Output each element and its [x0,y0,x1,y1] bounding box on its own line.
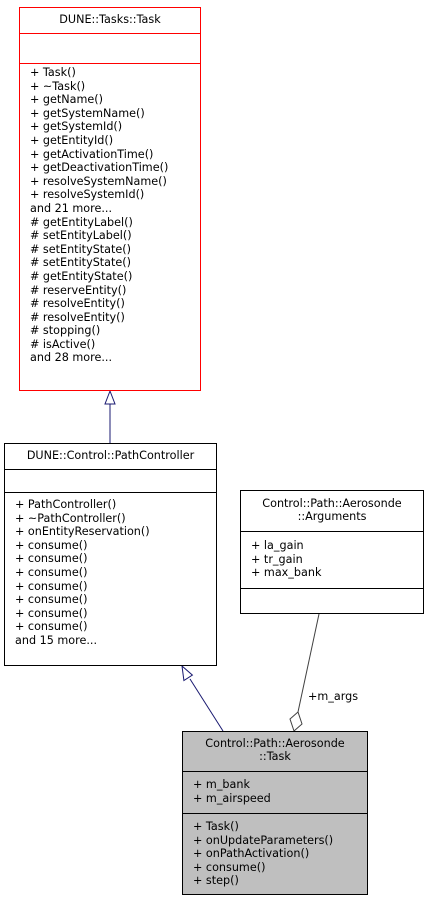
class-methods-arguments [241,589,423,613]
class-attributes-aerosonde-task: + m_bank + m_airspeed [183,772,367,814]
method-item: + ~Task() [30,79,86,93]
class-methods-aerosonde-task: + Task() + onUpdateParameters() + onPath… [183,814,367,888]
method-item: # reserveEntity() [30,283,127,297]
method-item: + PathController() [15,498,117,511]
inheritance-arrowhead-task [104,389,116,405]
attribute-item: + m_airspeed [193,791,271,805]
method-item: + Task() [30,66,76,79]
attribute-item: + max_bank [251,566,322,580]
class-name: DUNE::Control::PathController [26,449,195,462]
class-name: Control::Path::Aerosonde [262,497,402,510]
method-item: + consume() [193,860,266,874]
class-title-arguments: Control::Path::Aerosonde ::Arguments [241,491,423,532]
method-item: # resolveEntity() [30,297,125,311]
class-box-aerosonde-task: Control::Path::Aerosonde ::Task + m_bank… [182,731,368,895]
method-item: # stopping() [30,324,101,338]
method-item: + consume() [15,606,88,620]
class-attributes-path-controller [5,470,216,493]
method-item: + onEntityReservation() [15,525,150,539]
class-attributes-arguments: + la_gain + tr_gain + max_bank [241,532,423,589]
class-name-suffix: ::Arguments [297,510,367,523]
class-methods-path-controller: + PathController() + ~PathController() +… [5,493,216,648]
method-item: + consume() [15,552,88,566]
method-item: and 15 more... [15,633,98,647]
method-item: + onPathActivation() [193,847,310,861]
inheritance-arrowhead-pathcontroller [181,664,194,682]
method-item: # setEntityState() [30,242,132,256]
method-item: + consume() [15,565,88,579]
method-item: + getEntityId() [30,133,114,147]
method-item: + getSystemId() [30,120,123,134]
class-title-path-controller: DUNE::Control::PathController [5,444,216,470]
class-title-task: DUNE::Tasks::Task [20,8,200,34]
class-title-aerosonde-task: Control::Path::Aerosonde ::Task [183,732,367,772]
class-name: Control::Path::Aerosonde [205,737,345,750]
association-diamond [289,711,303,732]
class-box-arguments: Control::Path::Aerosonde ::Arguments + l… [240,490,424,614]
method-item: + consume() [15,620,88,634]
method-item: # resolveEntity() [30,310,125,324]
association-edge-arguments-aerosonde [297,613,320,713]
method-item: + getName() [30,93,104,107]
class-name-suffix: ::Task [259,750,291,763]
method-item: + onUpdateParameters() [193,833,334,847]
method-item: + consume() [15,593,88,607]
method-item: + resolveSystemId() [30,188,145,202]
method-item: + Task() [193,820,239,833]
method-item: + getSystemName() [30,106,145,120]
class-box-path-controller: DUNE::Control::PathController + PathCont… [4,443,217,666]
class-box-task: DUNE::Tasks::Task + Task() + ~Task() + g… [19,7,201,391]
method-item: + getActivationTime() [30,147,154,161]
attribute-item: + la_gain [251,539,304,552]
method-item: + consume() [15,579,88,593]
method-item: # getEntityState() [30,269,133,283]
attribute-item: + tr_gain [251,552,303,566]
method-item: + ~PathController() [15,511,126,525]
method-item: + consume() [15,538,88,552]
method-item: + step() [193,874,239,888]
method-item: # setEntityLabel() [30,229,132,243]
method-item: # setEntityState() [30,256,132,270]
class-attributes-task [20,34,200,64]
attribute-item: + m_bank [193,778,250,791]
association-label: +m_args [308,690,359,703]
inheritance-edge-aerosonde-pathcontroller [189,678,224,732]
method-item: # isActive() [30,337,96,351]
method-item: # getEntityLabel() [30,215,133,229]
method-item: + getDeactivationTime() [30,161,169,175]
method-item: + resolveSystemName() [30,174,167,188]
method-item: and 28 more... [30,351,113,365]
method-item: and 21 more... [30,201,113,215]
class-name: DUNE::Tasks::Task [59,13,161,26]
class-methods-task: + Task() + ~Task() + getName() + getSyst… [20,64,200,365]
